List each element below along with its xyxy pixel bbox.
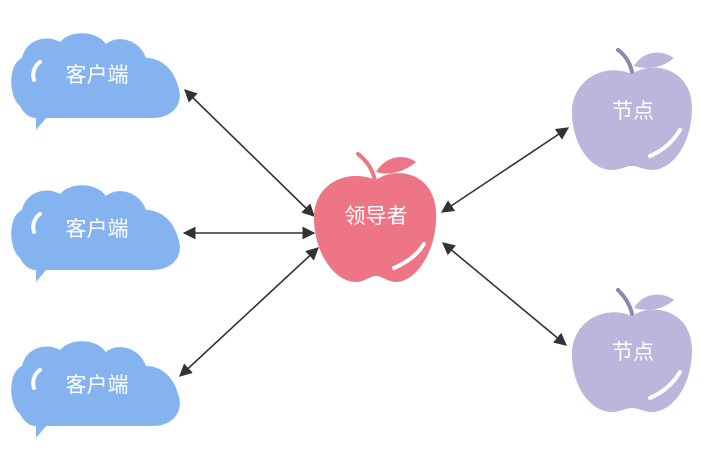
apple-highlight (392, 242, 426, 270)
apple-leaf (376, 157, 416, 174)
arrow-client3-leader (179, 247, 319, 377)
connectors (179, 89, 570, 377)
cloud-icon (11, 33, 180, 130)
client-label: 客户端 (66, 373, 129, 397)
cloud-highlight (31, 212, 42, 234)
cloud-highlight (31, 60, 42, 82)
apple-icon (572, 309, 692, 412)
cloud-icon (11, 341, 180, 438)
apple-stem (356, 152, 377, 182)
apple-icon (572, 67, 692, 170)
node-apple-1: 节点 (572, 48, 692, 170)
leader-label: 领导者 (345, 204, 408, 228)
leader-apple: 领导者 (314, 152, 437, 282)
client-cloud-3: 客户端 (11, 341, 180, 438)
client-cloud-2: 客户端 (11, 185, 180, 282)
apple-stem (616, 48, 634, 74)
apple-highlight (648, 128, 682, 158)
arrow-leader-node1 (440, 127, 570, 213)
node-label: 节点 (612, 340, 654, 364)
node-label: 节点 (612, 99, 654, 123)
apple-stem (616, 288, 634, 316)
cloud-icon (11, 185, 180, 282)
apple-icon (314, 173, 437, 282)
arrow-client1-leader (184, 89, 315, 217)
node-apple-2: 节点 (572, 288, 692, 412)
client-label: 客户端 (66, 217, 129, 241)
client-cloud-1: 客户端 (11, 33, 180, 130)
cloud-highlight (31, 368, 42, 390)
arrow-leader-node2 (442, 242, 567, 346)
apple-leaf (634, 52, 674, 68)
apple-leaf (634, 294, 674, 310)
apple-highlight (648, 370, 682, 400)
client-label: 客户端 (66, 63, 129, 87)
